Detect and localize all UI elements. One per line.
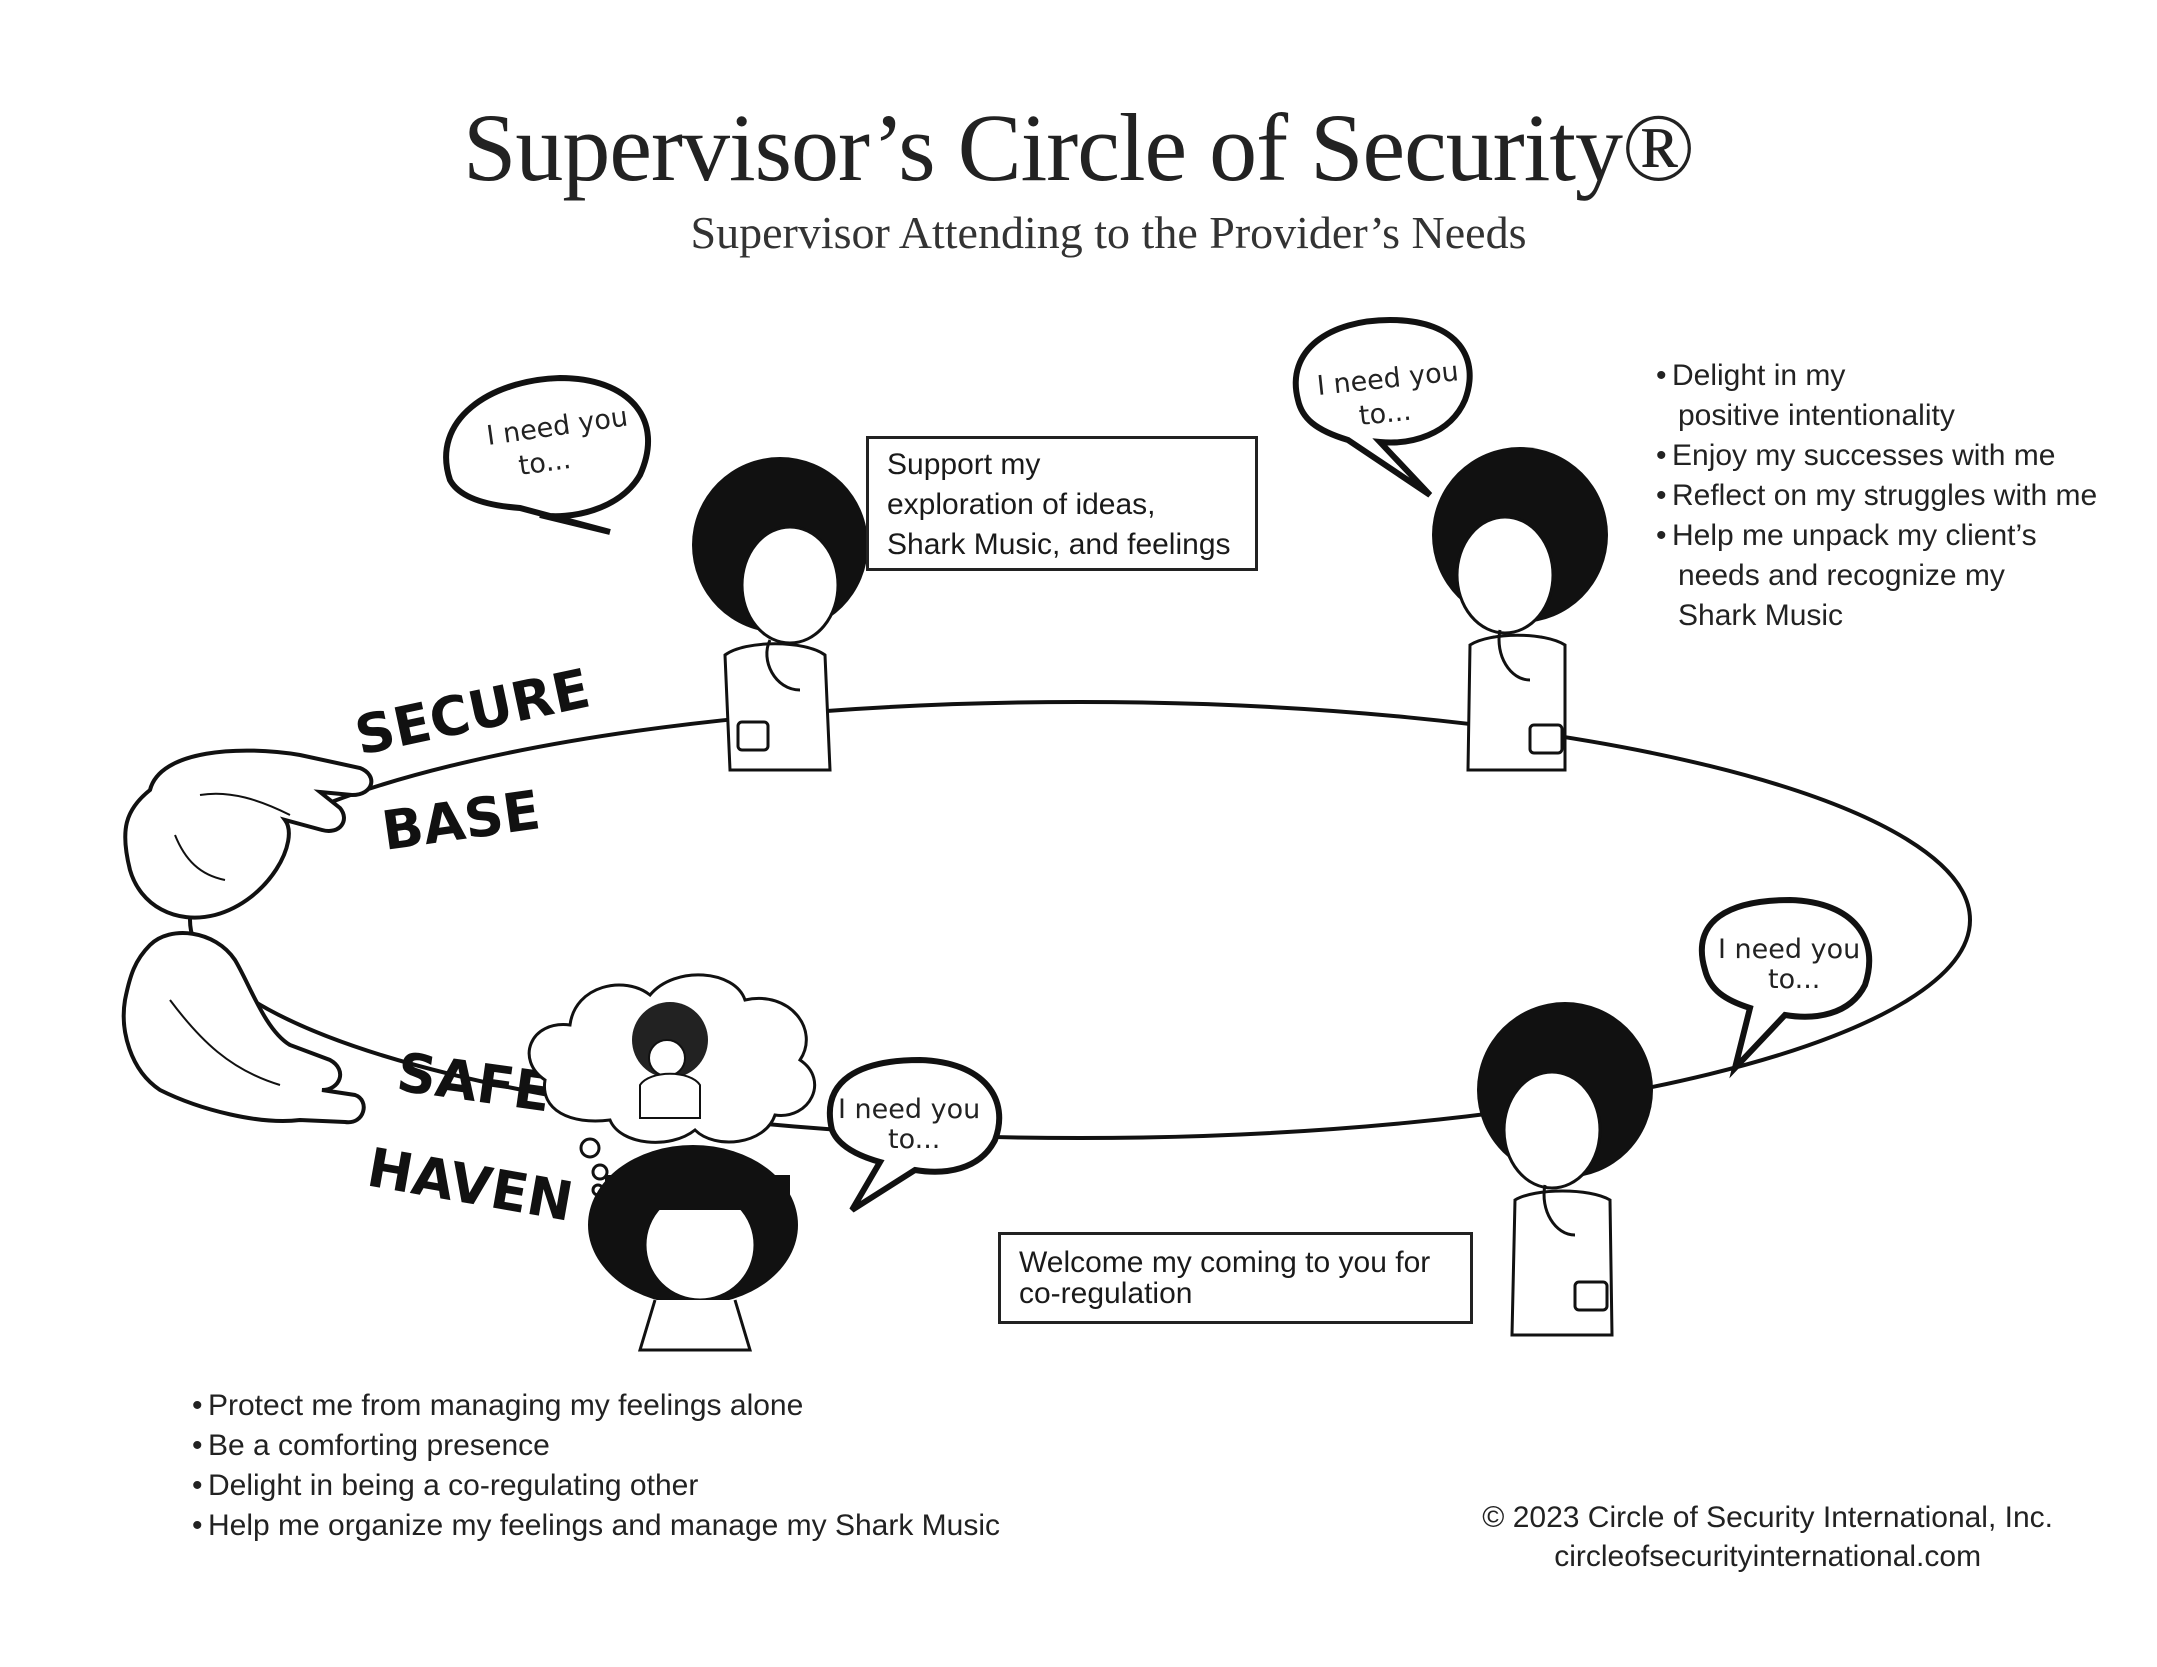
bubble-text-line2: to... (1357, 396, 1412, 432)
list-item-continuation: needs and recognize my (1678, 559, 2005, 592)
welcome-coregulation-box: Welcome my coming to you for co-regulati… (998, 1232, 1473, 1324)
copyright-text: © 2023 Circle of Security International,… (1482, 1501, 2053, 1534)
provider-figure-top-left (692, 457, 868, 772)
bullet: • (192, 1429, 203, 1462)
list-item: •Help me organize my feelings and manage… (192, 1506, 1000, 1546)
provider-figure-bottom-left (588, 1145, 798, 1352)
bullet: • (192, 1469, 203, 1502)
bullet: • (192, 1389, 203, 1422)
list-item-text: Help me unpack my client’s (1672, 519, 2037, 552)
website-link[interactable]: circleofsecurityinternational.com (1554, 1540, 1982, 1573)
support-exploration-box: Support my exploration of ideas, Shark M… (866, 436, 1258, 571)
speech-bubble-bottom-right: I need you to... (1698, 896, 1873, 1079)
list-item-continuation: Shark Music (1678, 599, 1844, 632)
list-item-text: Enjoy my successes with me (1672, 439, 2056, 472)
list-item: •Be a comforting presence (192, 1426, 1000, 1466)
bullet: • (192, 1509, 203, 1542)
haven-label: HAVEN (363, 1136, 578, 1234)
list-item-text: Delight in being a co-regulating other (208, 1469, 699, 1502)
bullet: • (1656, 519, 1667, 552)
box-line: Support my (887, 448, 1041, 481)
provider-figure-bottom-right (1477, 1002, 1653, 1337)
bubble-text-line1: I need you (1718, 934, 1860, 965)
list-item: •Delight in my positive intentionality (1656, 356, 2097, 436)
list-item-text: Protect me from managing my feelings alo… (208, 1389, 804, 1422)
speech-bubble-top-left: I need you to... (443, 374, 652, 535)
list-item-text: Be a comforting presence (208, 1429, 550, 1462)
box-line: Shark Music, and feelings (887, 528, 1231, 561)
secure-label: SECURE (350, 657, 596, 768)
page-title: Supervisor’s Circle of Security® (463, 94, 1695, 201)
box-line: co-regulation (1019, 1277, 1193, 1310)
list-item: •Reflect on my struggles with me (1656, 476, 2097, 516)
bullet: • (1656, 439, 1667, 472)
bullet: • (1656, 479, 1667, 512)
bubble-text-line2: to... (888, 1124, 940, 1155)
speech-bubble-bottom-left: I need you to... (827, 1056, 1003, 1213)
thought-cloud (527, 973, 817, 1197)
bubble-text-line2: to... (1768, 964, 1820, 995)
box-line: exploration of ideas, (887, 488, 1156, 521)
list-item-text: Reflect on my struggles with me (1672, 479, 2098, 512)
list-item: •Protect me from managing my feelings al… (192, 1386, 1000, 1426)
bottom-left-needs-list: •Protect me from managing my feelings al… (192, 1386, 1000, 1546)
bullet: • (1656, 359, 1667, 392)
bubble-text-line2: to... (517, 444, 573, 482)
provider-figure-top-right (1432, 447, 1608, 772)
speech-bubble-top-right: I need you to... (1292, 316, 1473, 498)
list-item: •Delight in being a co-regulating other (192, 1466, 1000, 1506)
box-line: Welcome my coming to you for (1019, 1246, 1431, 1279)
base-label: BASE (378, 778, 544, 862)
secure-base-hand-icon (123, 748, 374, 920)
list-item-text: Delight in my (1672, 359, 1846, 392)
security-circle (188, 700, 1972, 1140)
list-item: •Help me unpack my client’s needs and re… (1656, 516, 2097, 636)
page-subtitle: Supervisor Attending to the Provider’s N… (690, 207, 1527, 258)
list-item: •Enjoy my successes with me (1656, 436, 2097, 476)
footer: © 2023 Circle of Security International,… (1482, 1498, 2053, 1576)
bubble-text-line1: I need you (838, 1094, 980, 1125)
list-item-text: Help me organize my feelings and manage … (208, 1509, 1001, 1542)
top-right-needs-list: •Delight in my positive intentionality •… (1656, 356, 2097, 636)
safe-haven-hand-icon (121, 931, 366, 1125)
list-item-continuation: positive intentionality (1678, 399, 1955, 432)
